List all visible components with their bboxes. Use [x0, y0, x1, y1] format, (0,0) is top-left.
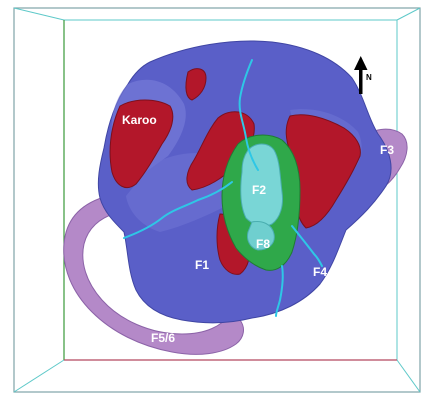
label-f3: F3	[380, 143, 394, 157]
north-arrow-head	[354, 56, 368, 70]
label-f1: F1	[195, 258, 209, 272]
box-edge-top-right	[397, 8, 420, 20]
box-edge-bottom-left	[14, 360, 64, 392]
north-arrow-label: N	[366, 73, 372, 82]
box-edge-top-left	[14, 8, 64, 20]
label-karoo: Karoo	[122, 113, 157, 127]
box-edge-bottom-right	[397, 360, 420, 392]
label-f5-6: F5/6	[151, 331, 175, 345]
label-f2: F2	[252, 183, 266, 197]
north-arrow-shaft	[359, 66, 363, 94]
label-f4: F4	[313, 265, 327, 279]
label-f8: F8	[256, 237, 270, 251]
